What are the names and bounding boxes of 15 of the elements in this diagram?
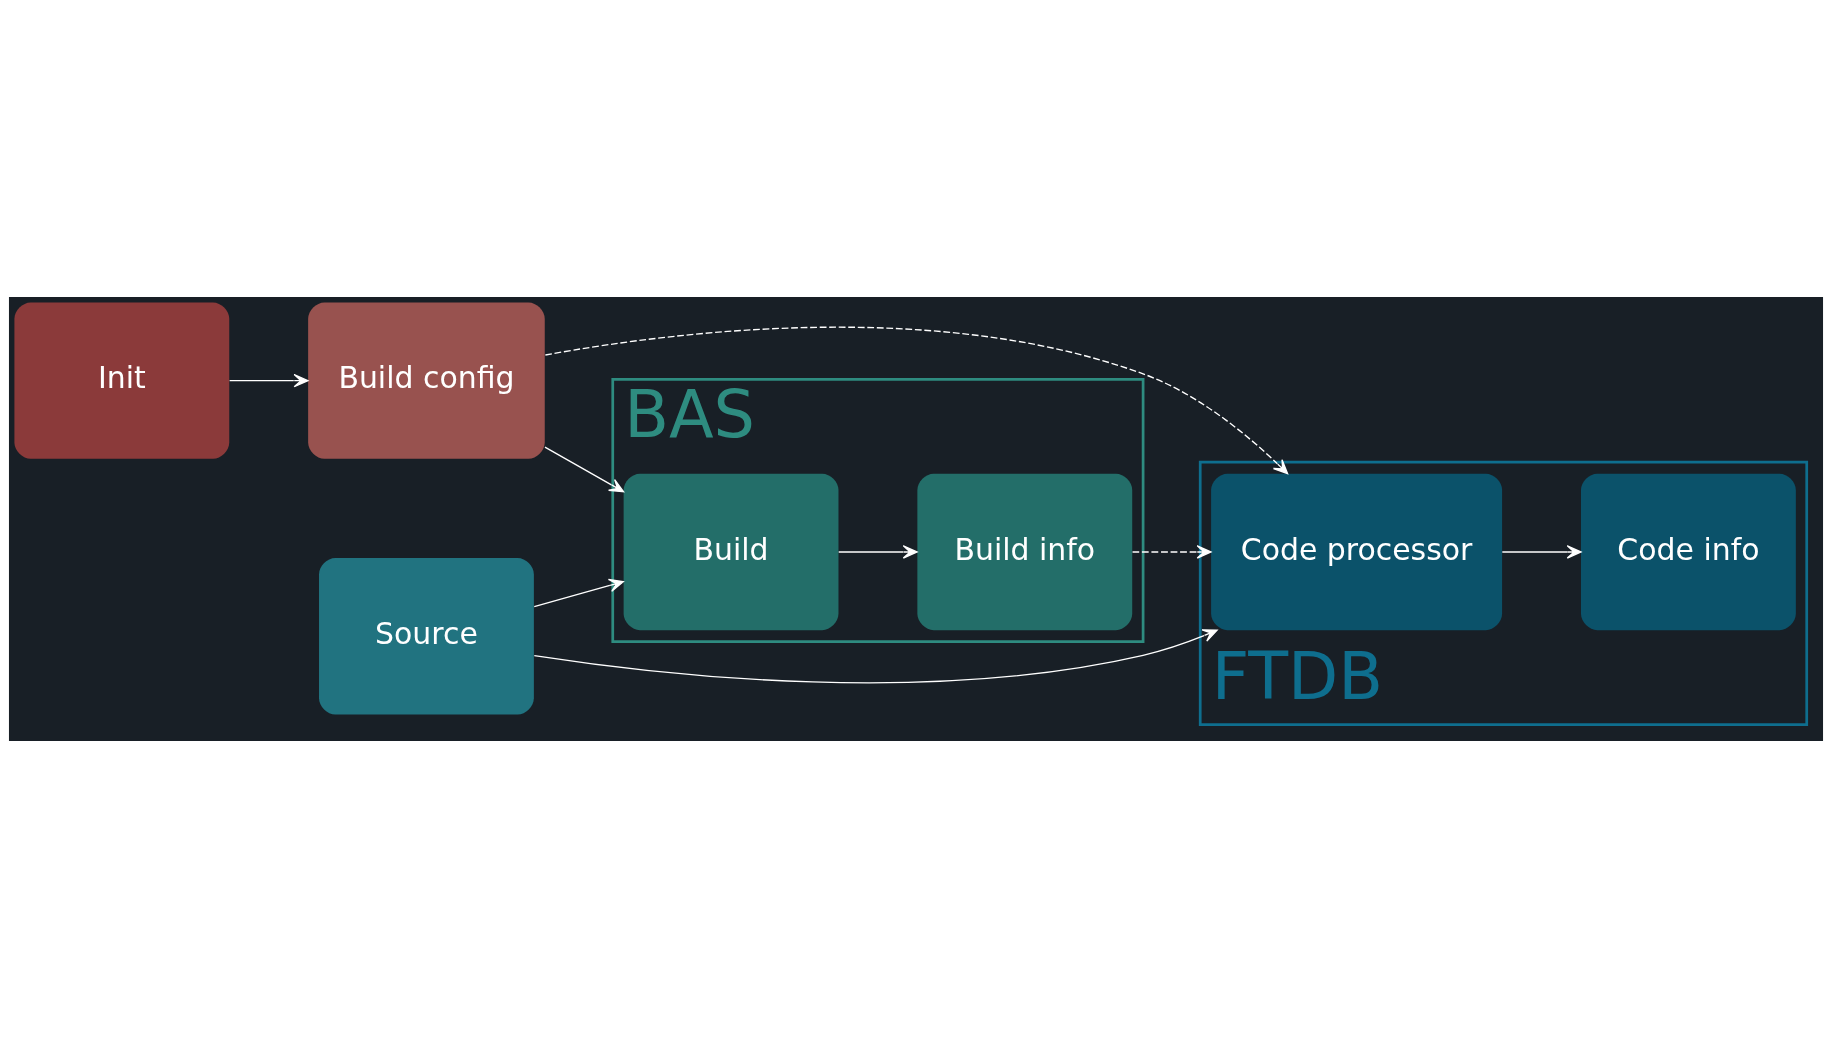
- arrow: [1131, 544, 1212, 559]
- node-box: Code processor: [1211, 473, 1503, 630]
- arrow: [1501, 544, 1582, 559]
- arrow: [544, 326, 1289, 474]
- arrow: [533, 628, 1218, 683]
- arrow: [228, 373, 309, 387]
- arrow: [533, 578, 624, 607]
- node-box: Build info: [917, 473, 1133, 630]
- node-box: Code info: [1581, 473, 1796, 630]
- node-box: Source: [319, 557, 534, 714]
- arrow: [544, 445, 625, 492]
- node-box: Init: [14, 301, 230, 459]
- node-box: Build: [623, 473, 839, 630]
- arrow: [838, 544, 918, 559]
- node-box: Build config: [308, 301, 545, 459]
